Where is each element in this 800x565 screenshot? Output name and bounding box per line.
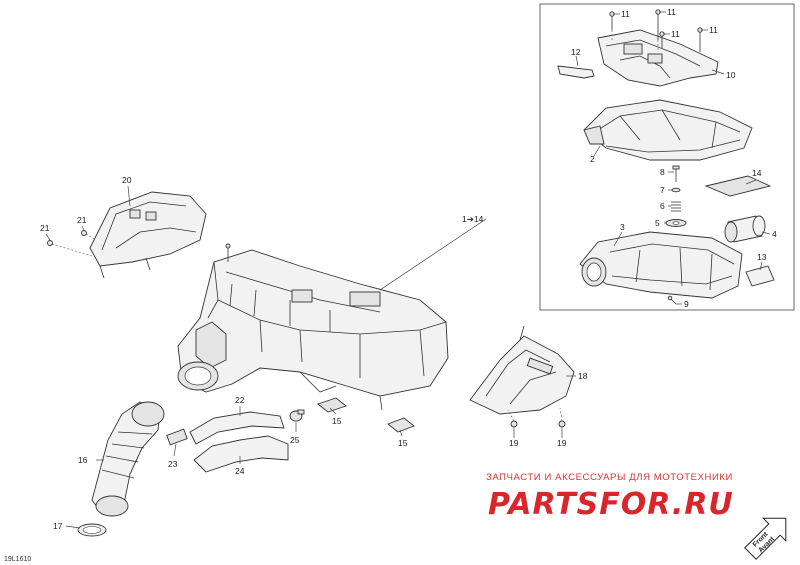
- part-housing-upper-2[interactable]: [583, 99, 753, 161]
- front-arrow-icon: Front Avant: [744, 517, 787, 560]
- callout-25: 25: [290, 435, 300, 445]
- hardware-stack-5-8[interactable]: [665, 165, 687, 227]
- main-airbox-assembly[interactable]: [177, 243, 449, 411]
- callout-4: 4: [772, 229, 777, 239]
- drawing-reference: 19L1610: [4, 556, 31, 563]
- callout-9: 9: [684, 299, 689, 309]
- callout-11-b: 11: [667, 7, 676, 17]
- callout-20: 20: [122, 175, 132, 185]
- callout-11-a: 11: [621, 9, 630, 19]
- callout-2: 2: [590, 154, 595, 164]
- callout-1-14: 1➔14: [462, 214, 484, 224]
- screw-21-group[interactable]: [47, 230, 97, 257]
- clip-15-b[interactable]: [387, 417, 415, 433]
- callout-7: 7: [660, 185, 665, 195]
- part-filter-sheet-14[interactable]: [704, 175, 772, 197]
- screw-19-group[interactable]: [507, 407, 566, 428]
- callout-21-a: 21: [40, 223, 50, 233]
- watermark-subtitle: ЗАПЧАСТИ И АКСЕССУАРЫ ДЛЯ МОТОТЕХНИКИ: [486, 472, 733, 483]
- part-fitting-23[interactable]: [166, 428, 188, 446]
- part-bracket-20[interactable]: [89, 191, 207, 279]
- callout-17: 17: [53, 521, 63, 531]
- part-hose-22[interactable]: [189, 411, 285, 445]
- callout-24: 24: [235, 466, 245, 476]
- leader-lines: [45, 11, 771, 529]
- part-seal-12[interactable]: [557, 65, 595, 79]
- callout-16: 16: [78, 455, 88, 465]
- callout-19-a: 19: [509, 438, 519, 448]
- callout-15-a: 15: [332, 416, 342, 426]
- callout-11-c: 11: [671, 29, 680, 39]
- callout-3: 3: [620, 222, 625, 232]
- detail-frame: [539, 3, 795, 311]
- callout-5: 5: [655, 218, 660, 228]
- callout-11-d: 11: [709, 25, 718, 35]
- part-bracket-18[interactable]: [469, 325, 575, 415]
- screw-11-group[interactable]: [609, 9, 703, 52]
- callout-15-b: 15: [398, 438, 408, 448]
- part-filter-4[interactable]: [724, 215, 766, 243]
- callout-12: 12: [571, 47, 581, 57]
- part-clamp-25[interactable]: [289, 409, 305, 422]
- clip-15-a[interactable]: [317, 397, 347, 413]
- callout-10: 10: [726, 70, 736, 80]
- part-housing-lower-3[interactable]: [579, 231, 743, 299]
- part-hose-24[interactable]: [193, 435, 289, 473]
- callout-18: 18: [578, 371, 588, 381]
- part-cover-10[interactable]: [597, 29, 719, 87]
- watermark-logo: PARTSFOR.RU: [488, 487, 734, 522]
- callout-19-b: 19: [557, 438, 567, 448]
- screw-9[interactable]: [667, 295, 677, 305]
- callout-8: 8: [660, 167, 665, 177]
- callout-22: 22: [235, 395, 245, 405]
- callout-23: 23: [168, 459, 178, 469]
- callout-21-b: 21: [77, 215, 87, 225]
- part-intake-boot-16[interactable]: [91, 401, 165, 517]
- part-ring-17[interactable]: [77, 523, 107, 537]
- callout-6: 6: [660, 201, 665, 211]
- callout-13: 13: [757, 252, 767, 262]
- callout-14: 14: [752, 168, 762, 178]
